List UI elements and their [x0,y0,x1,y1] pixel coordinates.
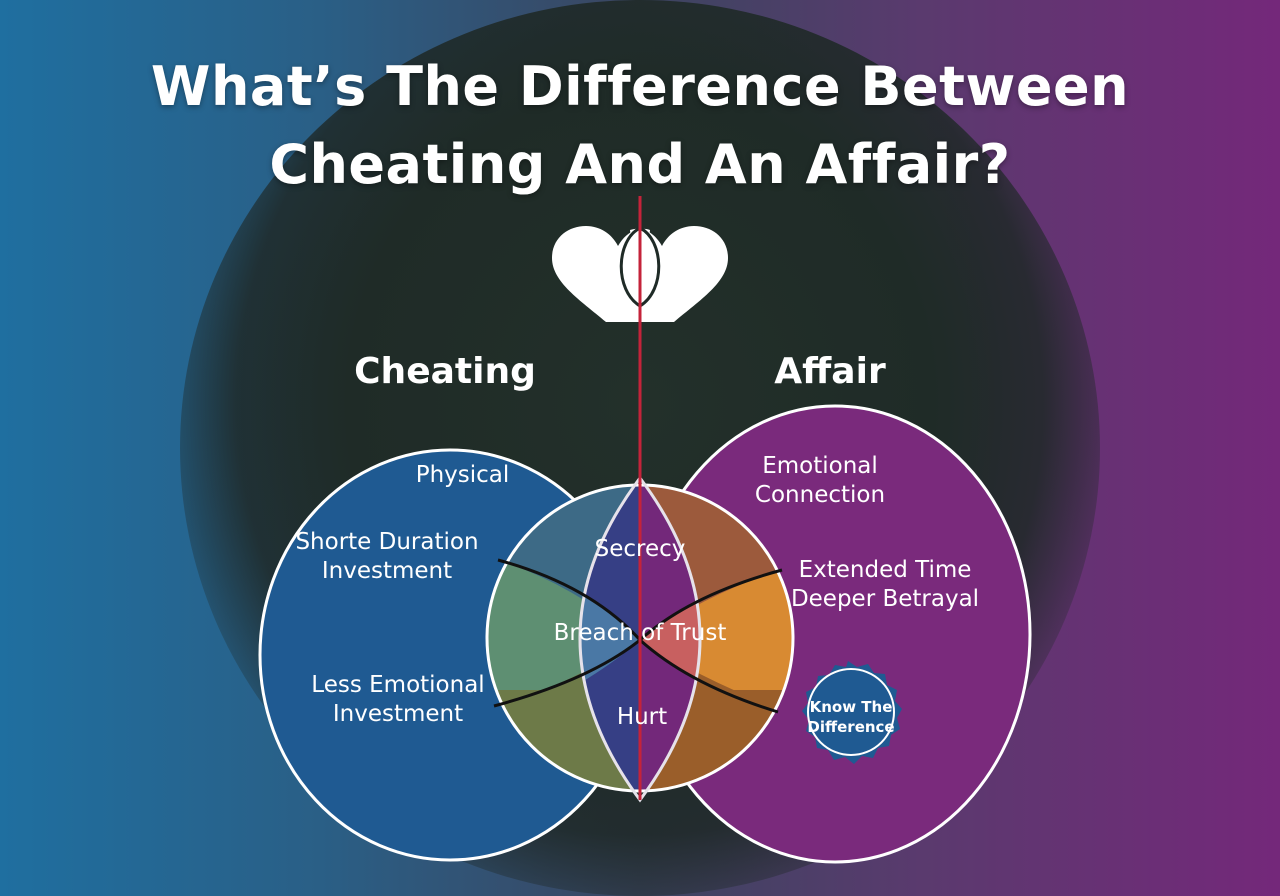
badge-label: Know The Difference [807,698,895,736]
cheating-item-physical: Physical [415,462,510,488]
title-line-2: Cheating And An Affair? [269,133,1011,196]
title-line-1: What’s The Difference Between [150,55,1130,118]
set-title-affair: Affair [774,351,886,392]
cheating-item-shorter-duration: Shorte Duration Investment [295,529,479,584]
cheating-item-less-emotional: Less Emotional Investment [311,672,485,727]
overlap-item-secrecy: Secrecy [594,536,686,562]
two-overlapping-hearts-icon [552,196,728,322]
affair-item-emotional-connection: Emotional Connection [754,453,886,508]
know-the-difference-badge [802,661,902,764]
overlap-item-breach-of-trust: Breach of Trust [553,620,727,646]
set-title-cheating: Cheating [354,351,536,392]
affair-item-extended-time: Extended Time Deeper Betrayal [790,557,980,612]
page-title: What’s The Difference Between Cheating A… [0,48,1280,204]
overlap-item-hurt: Hurt [616,704,668,730]
